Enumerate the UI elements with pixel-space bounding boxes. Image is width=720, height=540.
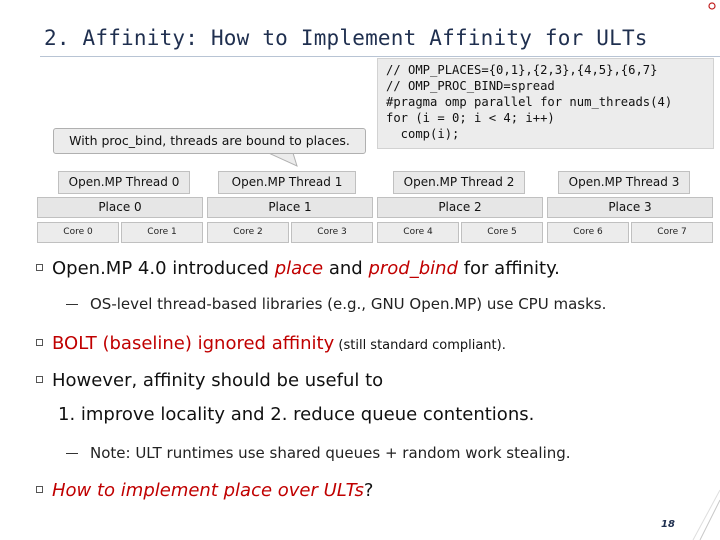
callout-box: With proc_bind, threads are bound to pla… [53,128,366,154]
bullet-text: Open.MP 4.0 introduced [52,258,275,279]
thread-box-1: Open.MP Thread 1 [218,171,356,194]
bullet-square-icon [36,264,43,271]
core-box-3: Core 3 [291,222,373,243]
sub-bullet-text: OS-level thread-based libraries (e.g., G… [90,295,607,313]
place-box-3: Place 3 [547,197,713,218]
bullet-text: and [323,258,369,279]
sub-bullet-os-level: OS-level thread-based libraries (e.g., G… [66,295,606,313]
core-box-1: Core 1 [121,222,203,243]
bolt-ignored-text: BOLT (baseline) ignored affinity [52,333,335,354]
code-line: // OMP_PLACES={0,1},{2,3},{4,5},{6,7} [386,63,658,77]
code-line: #pragma omp parallel for num_threads(4) [386,95,673,109]
title-underline [40,56,720,57]
core-box-5: Core 5 [461,222,543,243]
thread-box-0: Open.MP Thread 0 [58,171,190,194]
bullet-square-icon [36,486,43,493]
bullet-question: How to implement place over ULTs? [36,480,373,501]
bullet-square-icon [36,339,43,346]
core-box-7: Core 7 [631,222,713,243]
code-snippet: // OMP_PLACES={0,1},{2,3},{4,5},{6,7} //… [377,58,714,149]
bullet-text: for affinity. [457,258,560,279]
core-box-2: Core 2 [207,222,289,243]
compliance-note: (still standard compliant). [334,338,506,353]
emphasis-prod-bind: prod_bind [368,258,458,279]
sub-bullet-text: Note: ULT runtimes use shared queues + r… [90,444,571,462]
place-box-2: Place 2 [377,197,543,218]
emphasis-place: place [274,258,324,279]
bullet-text: However, affinity should be useful to [52,370,384,391]
page-number: 18 [661,519,675,530]
sub-bullet-note: Note: ULT runtimes use shared queues + r… [66,444,571,462]
dash-icon [66,304,78,305]
question-emphasis: How to implement place over ULTs [52,480,364,501]
place-box-0: Place 0 [37,197,203,218]
thread-box-2: Open.MP Thread 2 [393,171,525,194]
code-line: for (i = 0; i < 4; i++) [386,111,555,125]
bullet-affinity-useful: However, affinity should be useful to [36,370,383,391]
bullet-openmp: Open.MP 4.0 introduced place and prod_bi… [36,258,560,279]
dash-icon [66,453,78,454]
core-box-0: Core 0 [37,222,119,243]
core-box-4: Core 4 [377,222,459,243]
bullet-text: ? [363,480,374,501]
place-box-1: Place 1 [207,197,373,218]
core-box-6: Core 6 [547,222,629,243]
bullet-bolt: BOLT (baseline) ignored affinity (still … [36,333,506,354]
thread-box-3: Open.MP Thread 3 [558,171,690,194]
code-line: // OMP_PROC_BIND=spread [386,79,555,93]
code-line: comp(i); [386,127,460,141]
bullet-square-icon [36,376,43,383]
slide-title: 2. Affinity: How to Implement Affinity f… [44,26,648,50]
bullet-affinity-useful-line2: 1. improve locality and 2. reduce queue … [58,404,535,425]
